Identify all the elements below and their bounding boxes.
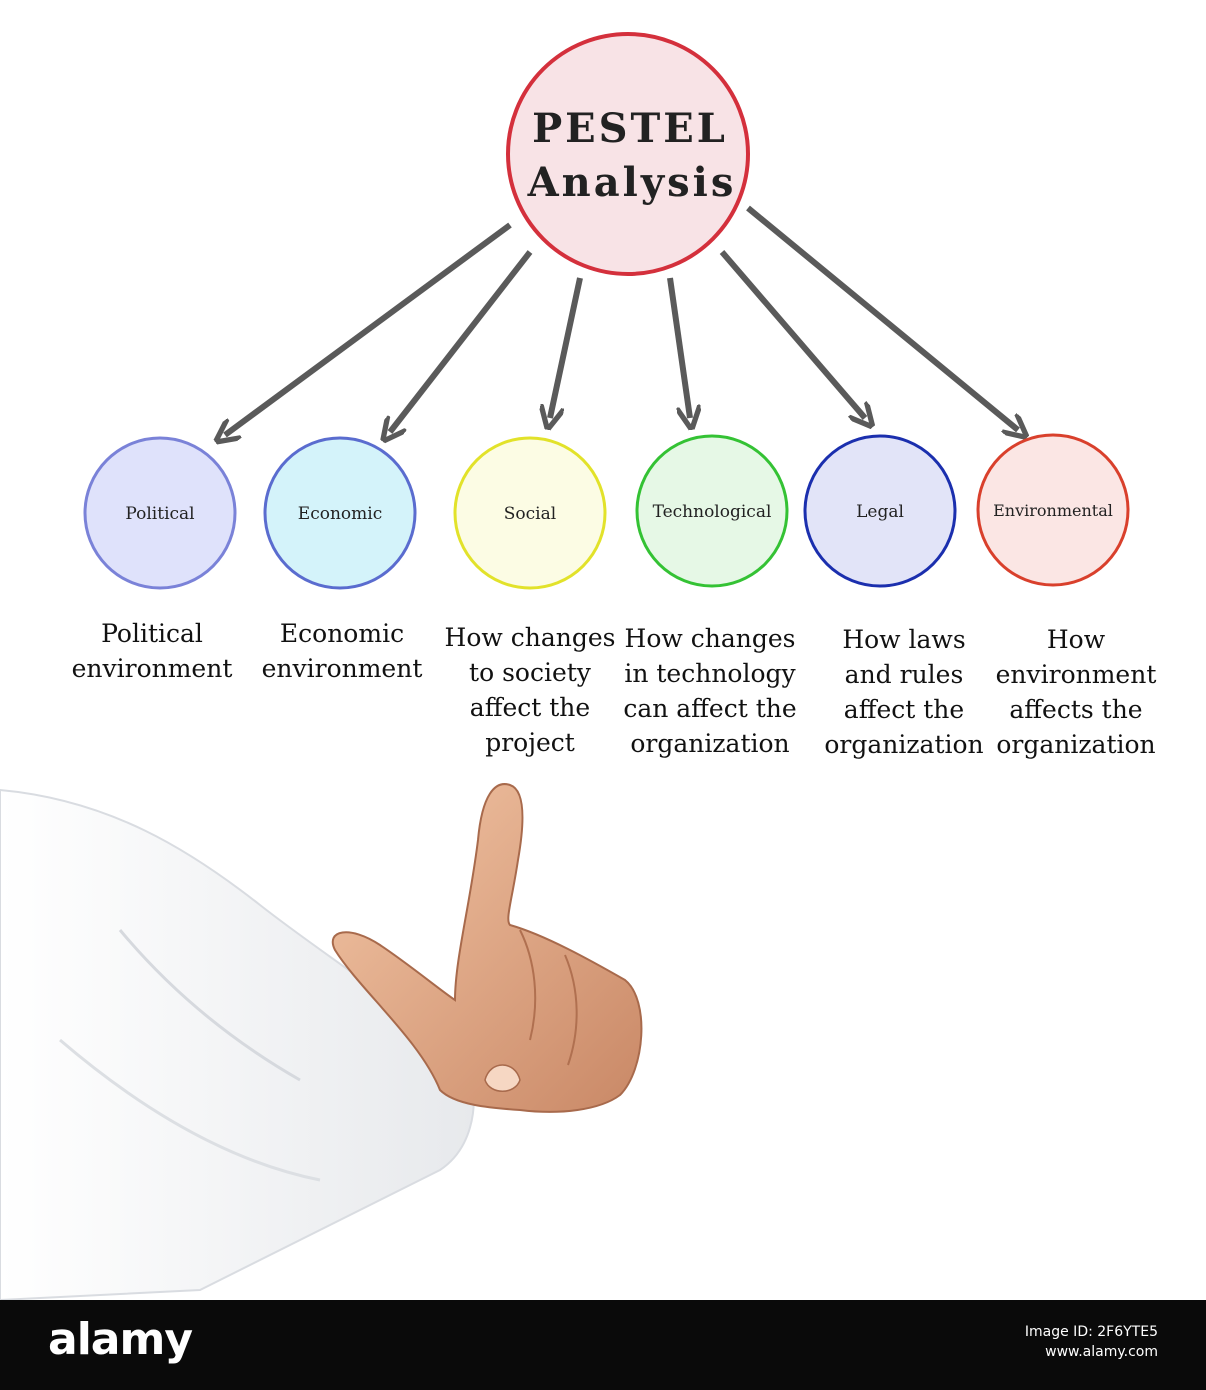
factor-nodes: Political Economic Social Technological Lega… [83, 433, 1130, 590]
factor-node-environmental: Environmental [976, 433, 1130, 587]
factor-circle [635, 434, 789, 588]
factor-description: Economic environment [261, 619, 423, 683]
knuckle-line [564, 954, 578, 1066]
factor-label: Political [125, 504, 194, 524]
site-url: www.alamy.com [1045, 1344, 1158, 1360]
factor-node-social: Social [453, 436, 607, 590]
factor-description: How changes to society affect the projec… [444, 623, 616, 757]
factor-circle [976, 433, 1130, 587]
factor-node-legal: Legal [803, 434, 957, 588]
center-circle [506, 32, 750, 276]
sleeve-fold [118, 929, 301, 1082]
factor-node-political: Political [83, 436, 237, 590]
factor-label: Environmental [993, 501, 1113, 520]
thumb-nail [484, 1064, 521, 1092]
brand-logo: alamy [48, 1314, 193, 1365]
knuckle-line [519, 929, 537, 1041]
title-line-2: Analysis [527, 159, 737, 206]
pointing-hand-illustration [0, 783, 643, 1300]
factor-description: How changes in technology can affect the… [623, 624, 797, 758]
factor-label: Economic [298, 504, 382, 524]
factor-label: Social [504, 504, 556, 524]
arrow-to-economic [390, 250, 533, 432]
factor-description: Political environment [71, 619, 233, 683]
arrow-to-technological [667, 277, 690, 418]
factor-circle [263, 436, 417, 590]
center-node: PESTEL Analysis [506, 32, 750, 276]
factor-description: How environment affects the organization [995, 625, 1157, 759]
factor-circle [453, 436, 607, 590]
hand [331, 783, 643, 1113]
factor-description: How laws and rules affect the organizati… [824, 625, 984, 759]
image-id-label: Image ID: 2F6YTE5 [1024, 1324, 1158, 1340]
pestel-diagram: PESTEL Analysis Political Economic Social T… [0, 32, 1130, 1300]
arrow-to-environmental [746, 205, 1018, 430]
image-id-block: Image ID: 2F6YTE5 www.alamy.com [1025, 1322, 1158, 1362]
arrow-to-social [550, 277, 583, 418]
factor-label: Legal [856, 502, 904, 522]
arrows-group [225, 205, 1018, 435]
factor-circle [83, 436, 237, 590]
sleeve-fold [59, 1038, 321, 1182]
arrow-to-political [225, 222, 512, 435]
factor-node-economic: Economic [263, 436, 417, 590]
factor-node-technological: Technological [635, 434, 789, 588]
factor-circle [803, 434, 957, 588]
footer-bar: alamy Image ID: 2F6YTE5 www.alamy.com [0, 1300, 1206, 1390]
title-line-1: PESTEL [532, 105, 728, 152]
arrow-to-legal [719, 250, 865, 418]
factor-label: Technological [653, 502, 772, 522]
shirt-sleeve [0, 788, 475, 1300]
